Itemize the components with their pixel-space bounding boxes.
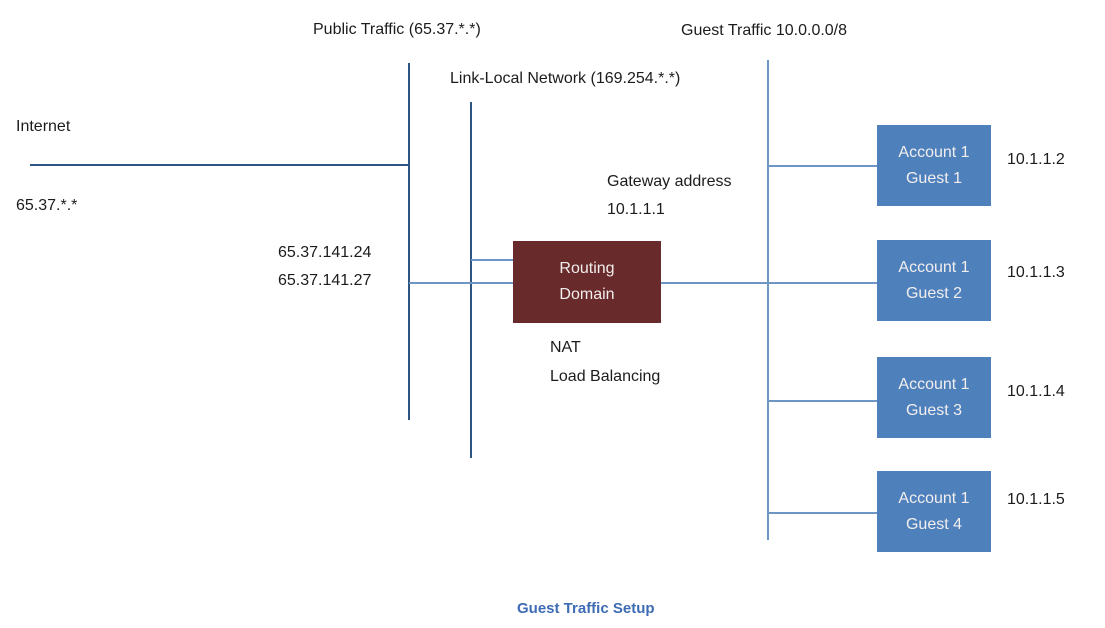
guest1-name-label: Guest 1 <box>905 169 963 187</box>
link-local-line <box>470 102 472 458</box>
public-ip-2-label: 65.37.141.27 <box>278 272 372 289</box>
guest3-ip-label: 10.1.1.4 <box>1007 383 1065 400</box>
guest4-box: Account 1 Guest 4 <box>877 471 991 552</box>
public-ip-1-label: 65.37.141.24 <box>278 244 372 261</box>
guest3-connector <box>768 400 877 402</box>
load-balancing-label: Load Balancing <box>550 368 661 385</box>
routing-domain-line1: Routing <box>559 260 615 277</box>
link-local-label: Link-Local Network (169.254.*.*) <box>450 70 681 87</box>
gateway-address-label: Gateway address <box>607 173 732 190</box>
routing-domain-line2: Domain <box>559 286 615 303</box>
internet-ip-label: 65.37.*.* <box>16 197 78 214</box>
diagram-caption: Guest Traffic Setup <box>517 600 655 617</box>
guest-traffic-label: Guest Traffic 10.0.0.0/8 <box>681 22 848 39</box>
guest2-account-label: Account 1 <box>898 258 970 276</box>
guest4-account-label: Account 1 <box>898 489 970 507</box>
nat-label: NAT <box>550 339 581 356</box>
public-traffic-line <box>408 63 410 420</box>
guest1-ip-label: 10.1.1.2 <box>1007 151 1065 168</box>
guest2-ip-label: 10.1.1.3 <box>1007 264 1065 281</box>
guest-traffic-line <box>767 60 769 540</box>
guest3-box: Account 1 Guest 3 <box>877 357 991 438</box>
guest3-name-label: Guest 3 <box>905 401 963 419</box>
internet-label: Internet <box>16 118 71 135</box>
guest1-account-label: Account 1 <box>898 143 970 161</box>
guest4-name-label: Guest 4 <box>905 515 963 533</box>
guest3-account-label: Account 1 <box>898 375 970 393</box>
routing-domain-box: Routing Domain <box>513 241 661 323</box>
guest4-connector <box>768 512 877 514</box>
guest4-ip-label: 10.1.1.5 <box>1007 491 1065 508</box>
routing-to-guest2-connector <box>661 282 877 284</box>
guest1-box: Account 1 Guest 1 <box>877 125 991 206</box>
guest1-connector <box>768 165 877 167</box>
gateway-ip-label: 10.1.1.1 <box>607 201 665 218</box>
internet-line <box>30 164 409 166</box>
public-traffic-label: Public Traffic (65.37.*.*) <box>313 21 481 38</box>
linklocal-to-routing-connector <box>471 259 514 261</box>
guest2-name-label: Guest 2 <box>905 284 963 302</box>
guest2-box: Account 1 Guest 2 <box>877 240 991 321</box>
public-to-routing-connector <box>409 282 514 284</box>
